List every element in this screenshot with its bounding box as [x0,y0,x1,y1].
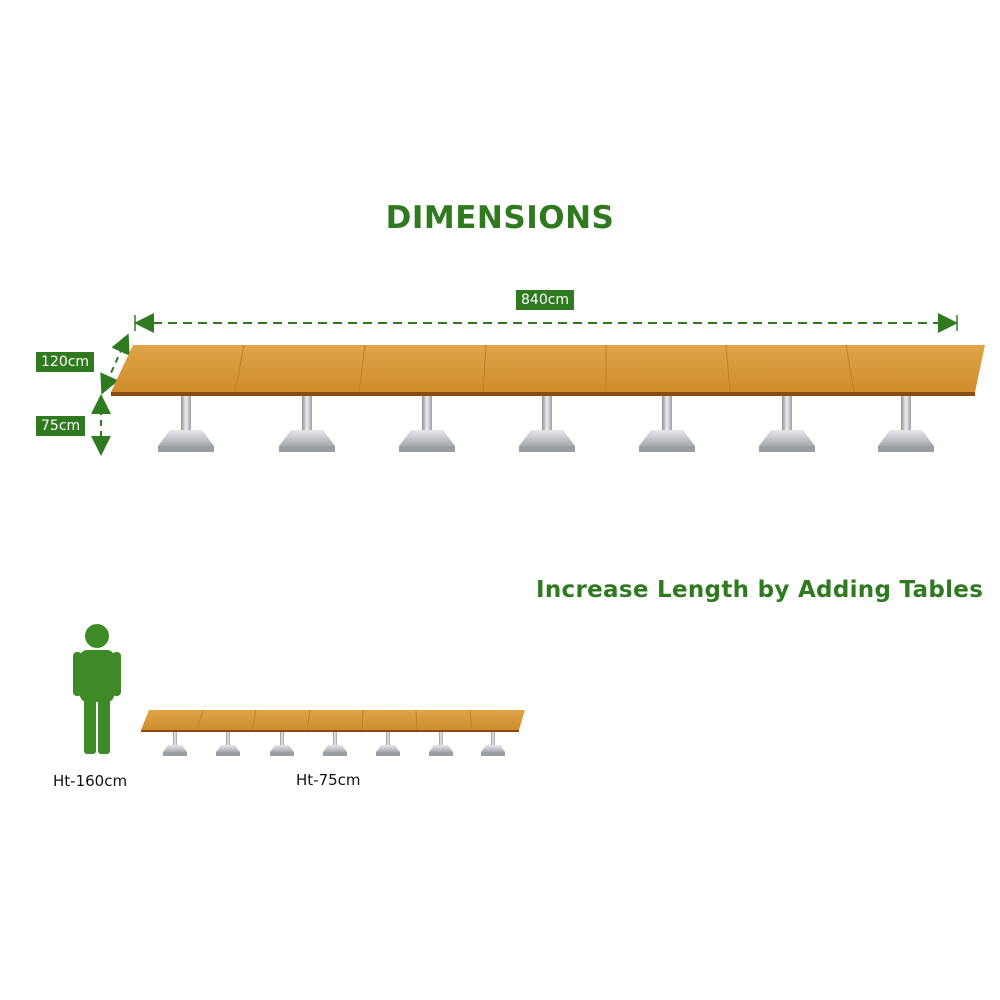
length-dimension-line [134,313,958,333]
width-badge: 120cm [36,352,95,372]
height-badge: 75cm [36,416,86,436]
table-height-label: Ht-75cm [296,771,361,789]
increase-length-heading: Increase Length by Adding Tables [536,577,984,603]
small-tabletop [141,710,525,730]
large-conference-table [111,344,985,452]
small-table-bases [163,732,505,756]
dimensions-heading: DIMENSIONS [385,200,615,236]
small-tabletop-seams [196,709,473,731]
person-height-label: Ht-160cm [53,772,128,790]
length-badge: 840cm [516,290,575,310]
large-tabletop [111,345,985,392]
large-tabletop-seams [234,344,855,393]
width-dimension-line [100,333,130,395]
small-conference-table [141,709,525,756]
large-table-bases [158,396,934,452]
person-silhouette-icon [73,624,121,754]
